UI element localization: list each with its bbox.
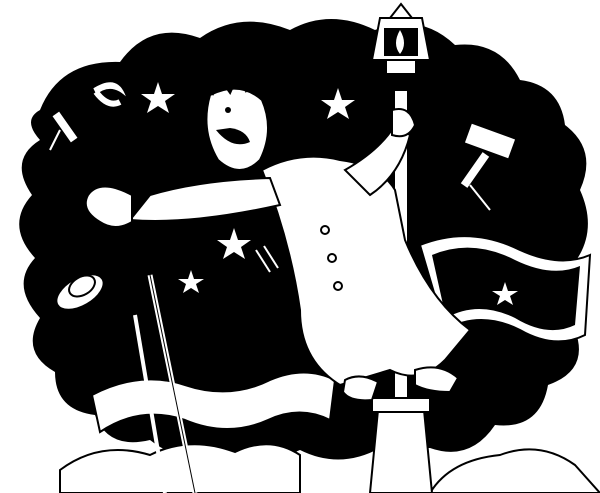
head <box>205 87 270 171</box>
mouth <box>216 128 250 145</box>
shoe-left <box>341 375 380 402</box>
arm-holding-post <box>343 123 412 197</box>
flag-pole-left-outline <box>149 274 196 493</box>
star-icon <box>492 282 518 305</box>
cartoon-man <box>84 70 472 402</box>
motion-lines <box>49 129 491 273</box>
star-icon <box>321 88 355 119</box>
shoe-right <box>414 366 460 394</box>
coat-button <box>320 225 330 235</box>
hand-right <box>391 108 417 138</box>
star-icon <box>141 82 175 113</box>
sickle-icon <box>49 80 129 146</box>
ground-cloud-right <box>428 448 600 493</box>
flag-pole-left-2 <box>133 314 167 493</box>
coat <box>260 155 472 387</box>
coat-button <box>333 281 343 291</box>
ground-cloud <box>59 443 301 493</box>
star-icon <box>217 228 251 259</box>
stars-group <box>141 82 518 305</box>
coat-button <box>327 253 337 263</box>
hammer-icon <box>458 121 518 191</box>
hat-icon <box>55 273 105 311</box>
flag-banner-lower-left <box>90 371 337 434</box>
star-icon <box>178 270 204 293</box>
hair <box>210 70 262 99</box>
eye <box>225 107 231 113</box>
hand-left <box>84 185 133 228</box>
